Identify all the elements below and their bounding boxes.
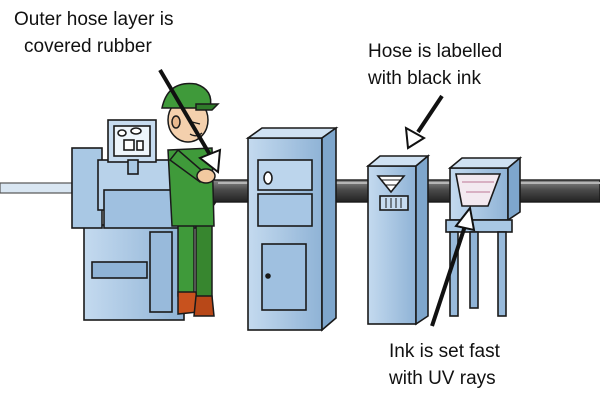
arrow-black-ink bbox=[404, 94, 444, 150]
label-black-ink: Hose is labelled with black ink bbox=[368, 38, 502, 92]
feed-pipe bbox=[0, 182, 73, 194]
arrow-uv-rays bbox=[430, 205, 476, 327]
label-uv-rays-line2: with UV rays bbox=[389, 368, 496, 389]
labeller-machine bbox=[365, 154, 431, 326]
label-outer-hose-line2: covered rubber bbox=[24, 36, 152, 57]
label-black-ink-line1: Hose is labelled bbox=[368, 41, 503, 62]
label-uv-rays-line1: Ink is set fast bbox=[389, 341, 500, 362]
label-outer-hose: Outer hose layer is covered rubber bbox=[14, 6, 173, 60]
uv-curing-machine bbox=[445, 156, 523, 317]
label-uv-rays: Ink is set fast with UV rays bbox=[389, 338, 500, 392]
control-cabinet bbox=[245, 126, 339, 332]
label-black-ink-line2: with black ink bbox=[368, 68, 481, 89]
label-outer-hose-line1: Outer hose layer is bbox=[14, 9, 174, 30]
arrow-outer-hose bbox=[158, 68, 222, 174]
